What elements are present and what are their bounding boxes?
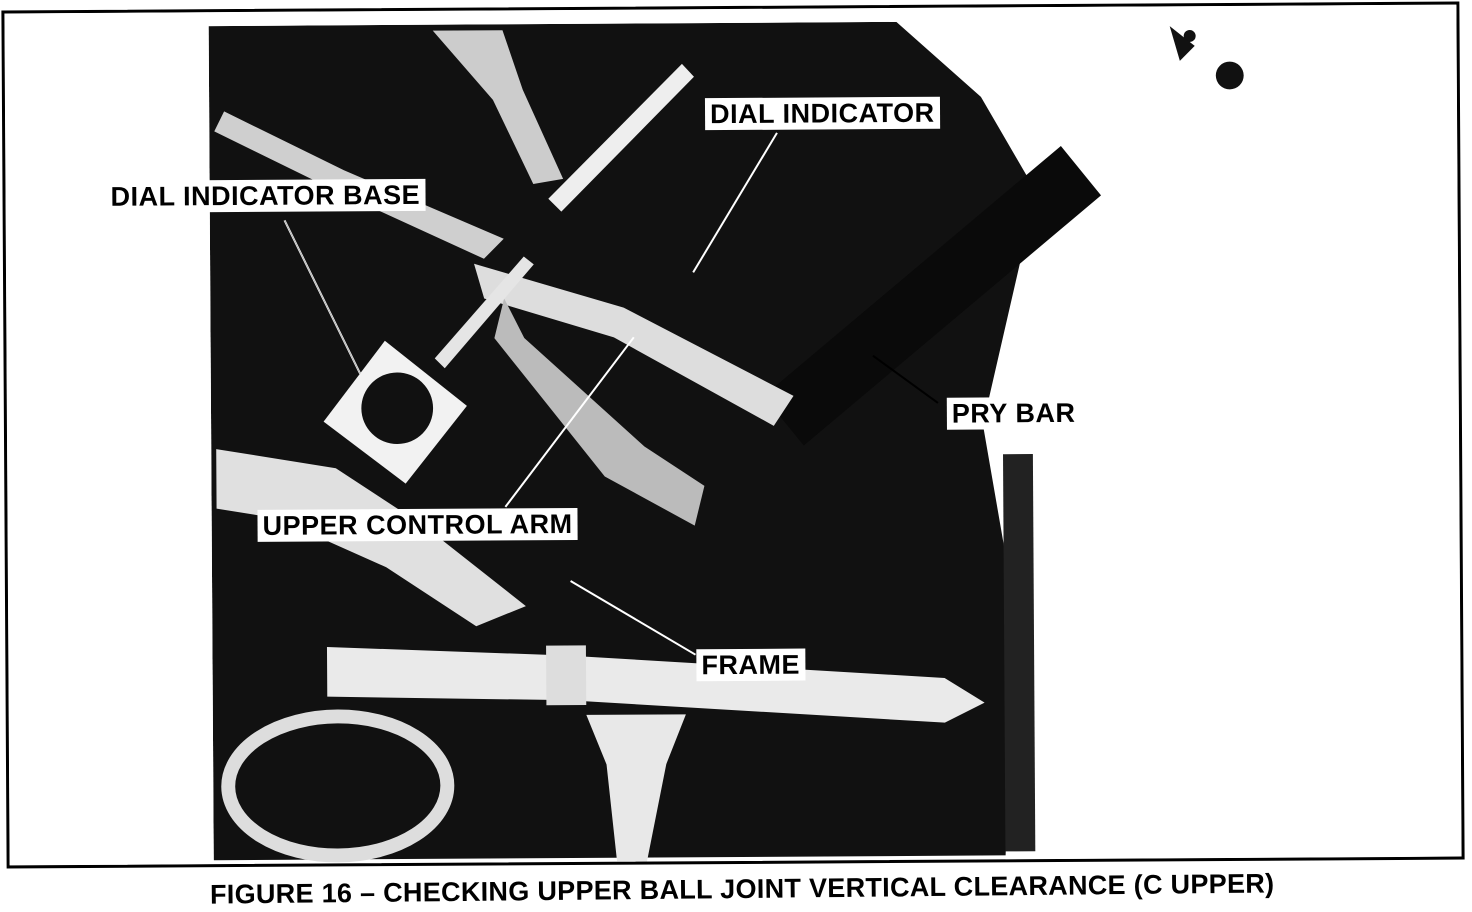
label-upper-control-arm: UPPER CONTROL ARM [257, 507, 578, 542]
label-frame: FRAME [696, 648, 806, 682]
label-dial-indicator: DIAL INDICATOR [704, 96, 940, 131]
figure-caption: FIGURE 16 – CHECKING UPPER BALL JOINT VE… [209, 868, 1275, 910]
label-pry-bar: PRY BAR [946, 396, 1081, 430]
pry-bar-shape [763, 146, 1102, 446]
suspension-photo [4, 4, 1462, 866]
tie-rod-shape [326, 647, 985, 723]
figure-frame: DIAL INDICATOR DIAL INDICATOR BASE PRY B… [1, 1, 1465, 869]
label-dial-indicator-base: DIAL INDICATOR BASE [105, 178, 426, 213]
